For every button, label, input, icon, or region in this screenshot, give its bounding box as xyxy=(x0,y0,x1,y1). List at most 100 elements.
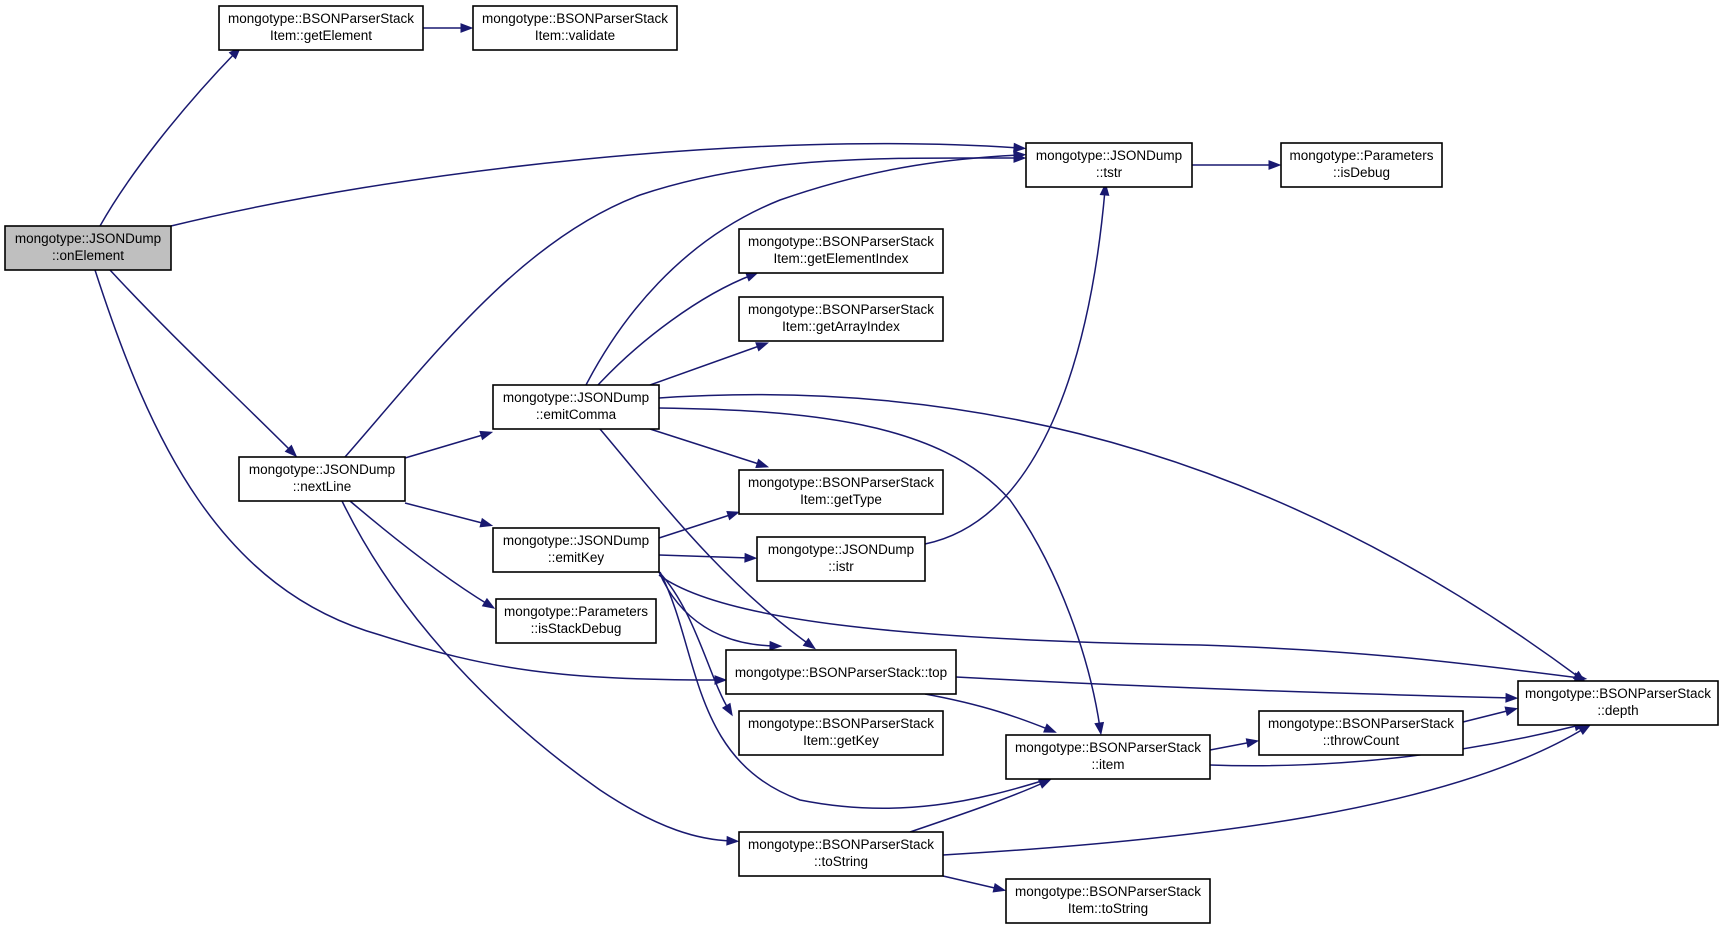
node-throwCount[interactable]: mongotype::BSONParserStack::throwCount xyxy=(1258,710,1464,756)
node-label-line: mongotype::BSONParserStack xyxy=(748,302,934,317)
node-onElement[interactable]: mongotype::JSONDump::onElement xyxy=(4,225,172,271)
edge-arrowhead xyxy=(755,458,770,469)
node-label-line: mongotype::Parameters xyxy=(504,604,648,619)
edge-line xyxy=(1209,741,1253,751)
node-item[interactable]: mongotype::BSONParserStack::item xyxy=(1005,734,1211,780)
edge-line xyxy=(942,875,1000,890)
node-isStackDebug[interactable]: mongotype::Parameters::isStackDebug xyxy=(495,598,657,644)
node-box xyxy=(492,527,660,573)
node-label-line: Item::toString xyxy=(1068,901,1148,916)
edge-arrowhead xyxy=(1099,182,1110,196)
node-label-line: ::onElement xyxy=(52,248,124,263)
node-emitKey[interactable]: mongotype::JSONDump::emitKey xyxy=(492,527,660,573)
node-getElementIndex[interactable]: mongotype::BSONParserStackItem::getEleme… xyxy=(738,228,944,274)
edge-tstr-to-isDebug xyxy=(1192,160,1282,170)
edge-line xyxy=(404,502,487,525)
edge-arrowhead xyxy=(744,552,758,563)
node-getArrayIndex[interactable]: mongotype::BSONParserStackItem::getArray… xyxy=(738,296,944,342)
edge-top-to-item xyxy=(924,693,1057,733)
node-depth[interactable]: mongotype::BSONParserStack::depth xyxy=(1517,680,1719,726)
edge-line xyxy=(658,554,751,559)
edge-arrowhead xyxy=(1043,723,1057,733)
node-label-line: ::isStackDebug xyxy=(531,621,622,636)
edge-toString-to-item xyxy=(909,778,1052,833)
node-label-line: ::depth xyxy=(1597,703,1638,718)
node-box xyxy=(1005,878,1211,924)
node-label-line: mongotype::BSONParserStack xyxy=(1015,740,1201,755)
node-toString[interactable]: mongotype::BSONParserStack::toString xyxy=(738,831,944,877)
node-label-line: mongotype::Parameters xyxy=(1289,148,1433,163)
node-getElement[interactable]: mongotype::BSONParserStackItem::getEleme… xyxy=(218,5,424,51)
edge-onElement-to-getElement xyxy=(99,46,242,227)
edge-emitComma-to-top xyxy=(599,428,816,650)
edge-arrowhead xyxy=(755,342,769,352)
node-label-line: Item::getElementIndex xyxy=(773,251,908,266)
edge-line xyxy=(924,189,1106,545)
nodes-layer: mongotype::JSONDump::onElementmongotype:… xyxy=(4,5,1719,924)
edge-line xyxy=(658,407,1101,729)
edge-line xyxy=(585,154,1020,386)
node-box xyxy=(1517,680,1719,726)
edge-line xyxy=(649,428,763,466)
node-label-line: Item::getKey xyxy=(803,733,879,748)
edge-arrowhead xyxy=(1037,778,1052,789)
node-label-line: mongotype::BSONParserStack xyxy=(228,11,414,26)
edge-throwCount-to-depth xyxy=(1462,706,1519,723)
node-isDebug[interactable]: mongotype::Parameters::isDebug xyxy=(1280,142,1443,188)
edge-nextLine-to-isStackDebug xyxy=(349,500,496,609)
edge-arrowhead xyxy=(726,835,740,846)
edge-arrowhead xyxy=(1245,738,1260,748)
edge-emitComma-to-item xyxy=(658,407,1105,736)
node-box xyxy=(725,649,957,695)
node-label-line: ::isDebug xyxy=(1333,165,1390,180)
edge-arrowhead xyxy=(802,637,816,650)
node-box xyxy=(738,831,944,877)
edge-arrowhead xyxy=(1573,672,1588,683)
node-label-line: ::emitKey xyxy=(548,550,605,565)
node-emitComma[interactable]: mongotype::JSONDump::emitComma xyxy=(492,384,660,430)
edge-arrowhead xyxy=(481,597,496,609)
edge-arrowhead xyxy=(992,882,1007,893)
edge-arrowhead xyxy=(1577,724,1592,736)
node-box xyxy=(738,469,944,515)
edge-line xyxy=(597,274,753,386)
edge-line xyxy=(404,433,487,459)
edge-line xyxy=(649,344,763,386)
edges-layer xyxy=(94,23,1592,893)
edge-emitComma-to-getArrayIndex xyxy=(649,342,769,386)
node-top[interactable]: mongotype::BSONParserStack::top xyxy=(725,649,957,695)
edge-arrowhead xyxy=(1268,160,1282,170)
edge-arrowhead xyxy=(1013,150,1027,161)
node-label-line: ::tstr xyxy=(1096,165,1123,180)
node-nextLine[interactable]: mongotype::JSONDump::nextLine xyxy=(238,456,406,502)
edge-arrowhead xyxy=(284,444,298,458)
edge-istr-to-tstr xyxy=(924,182,1110,545)
node-box xyxy=(738,710,944,756)
edge-emitKey-to-depth xyxy=(658,574,1588,683)
node-tstr[interactable]: mongotype::JSONDump::tstr xyxy=(1025,142,1193,188)
edge-arrowhead xyxy=(460,23,474,33)
edge-arrowhead xyxy=(745,272,759,282)
node-box xyxy=(1025,142,1193,188)
edge-arrowhead xyxy=(1504,706,1519,717)
edge-line xyxy=(942,727,1586,856)
node-label-line: mongotype::BSONParserStack xyxy=(1525,686,1711,701)
edge-line xyxy=(349,500,490,606)
node-label-line: mongotype::BSONParserStack xyxy=(748,475,934,490)
edge-nextLine-to-emitKey xyxy=(404,502,494,528)
node-label-line: ::nextLine xyxy=(293,479,352,494)
edge-line xyxy=(109,269,293,453)
node-istr[interactable]: mongotype::JSONDump::istr xyxy=(756,536,926,582)
node-label-line: mongotype::JSONDump xyxy=(15,231,161,246)
node-box xyxy=(756,536,926,582)
edge-line xyxy=(909,781,1046,833)
node-label-line: mongotype::BSONParserStack xyxy=(748,234,934,249)
node-label-line: ::emitComma xyxy=(536,407,617,422)
node-box xyxy=(1005,734,1211,780)
edge-emitKey-to-istr xyxy=(658,552,758,563)
edge-line xyxy=(955,676,1512,699)
